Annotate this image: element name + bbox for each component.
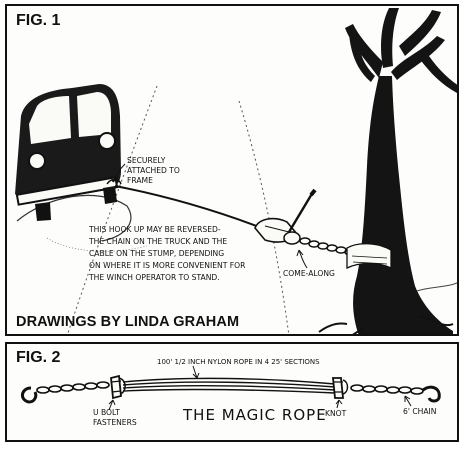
figure-1-label: FIG. 1 [16, 12, 60, 30]
note-line-4: ON WHERE IT IS MORE CONVENIENT FOR [89, 260, 299, 272]
winch-cable [115, 186, 262, 228]
knot-label: KNOT [325, 408, 346, 420]
comealong-callout: COME-ALONG [283, 268, 363, 280]
hill-line [417, 282, 459, 291]
ubolt-label: U BOLT FASTENERS [93, 408, 145, 428]
road-edge-right [239, 101, 289, 336]
left-chain [37, 382, 109, 393]
drawing-credit: DRAWINGS BY LINDA GRAHAM [16, 314, 239, 330]
right-knot [333, 378, 348, 398]
tree-branch-far-right [419, 50, 459, 94]
attached-callout: SECURELY ATTACHED TO FRAME [127, 156, 197, 186]
magic-rope-title: THE MAGIC ROPE [183, 406, 327, 424]
truck-headlight-left [29, 153, 45, 169]
note-line-5: THE WINCH OPERATOR TO STAND. [89, 272, 299, 284]
right-hook [423, 387, 439, 401]
note-line-3: CABLE ON THE STUMP, DEPENDING [89, 248, 299, 260]
comealong-arrow [299, 250, 307, 268]
left-hook [22, 388, 35, 402]
note-line-1: THIS HOOK UP MAY BE REVERSED- [89, 224, 299, 236]
note-line-2: THE CHAIN ON THE TRUCK AND THE [89, 236, 299, 248]
figure-1-panel: FIG. 1 SECURELY ATTACHED TO FRAME THIS H… [5, 4, 459, 336]
chain-length-label: 6' CHAIN [403, 406, 436, 418]
truck-wheel-right [103, 186, 117, 204]
left-u-bolt [111, 376, 125, 398]
truck-wheel-left [35, 202, 51, 221]
nylon-rope [123, 378, 335, 393]
right-chain [351, 385, 423, 394]
hookup-note: THIS HOOK UP MAY BE REVERSED- THE CHAIN … [89, 224, 299, 284]
figure-2-panel: FIG. 2 100' 1/2 INCH NYLON ROPE IN 4 25'… [5, 342, 459, 442]
figure-1-drawing [7, 6, 459, 336]
truck-windshield-right [77, 92, 111, 137]
tree-branch-middle [381, 8, 399, 68]
truck [15, 84, 121, 221]
truck-headlight-right [99, 133, 115, 149]
rope-spec-label: 100' 1/2 INCH NYLON ROPE IN 4 25' SECTIO… [157, 356, 407, 368]
figure-2-label: FIG. 2 [16, 349, 60, 367]
